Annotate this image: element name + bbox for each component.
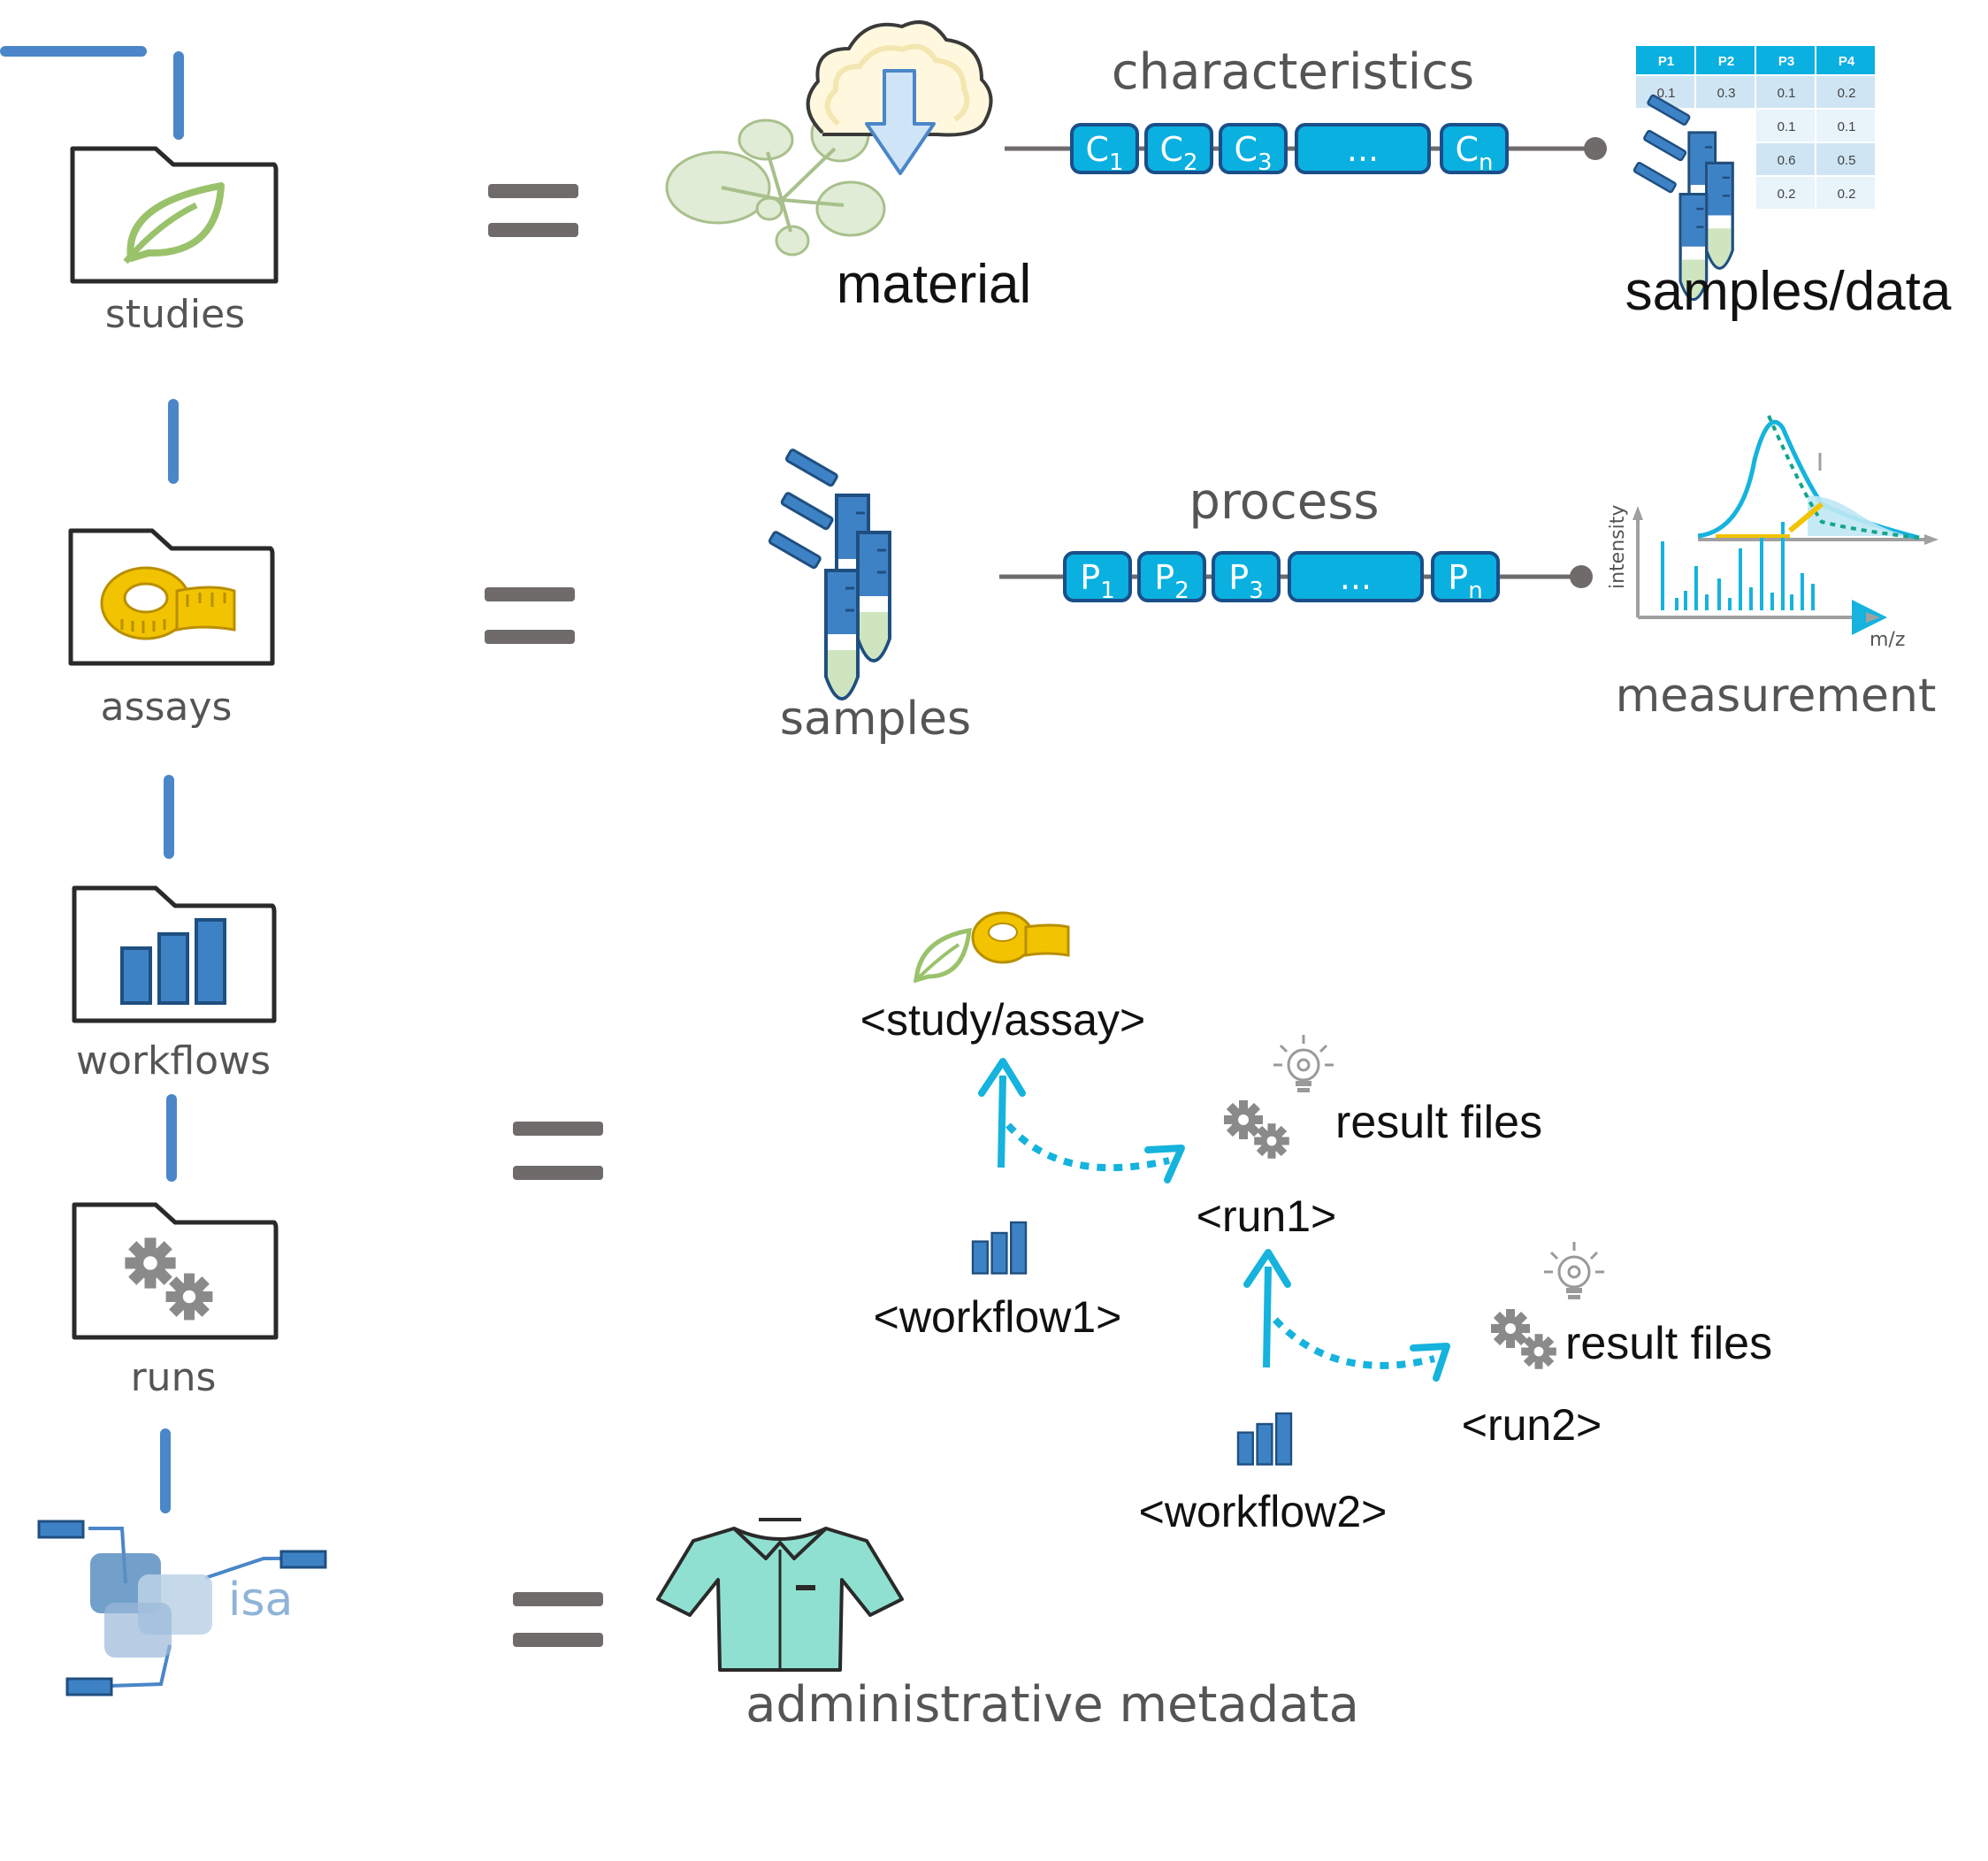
measuring-tape-icon	[100, 566, 236, 640]
row1-chips-chip: C3	[1219, 123, 1288, 176]
row2-chips-chip: ...	[1288, 551, 1424, 602]
process-chips: P1 P2 P3... Pn	[1063, 551, 1500, 604]
chip-label: C1	[1085, 130, 1123, 176]
process-endpoint	[1570, 565, 1593, 588]
chip-label: C2	[1159, 130, 1197, 176]
bar-chart-icon	[120, 918, 226, 1005]
chip-label: ...	[1347, 130, 1379, 169]
samples-data-table: P1 P2 P3 P4 0.1 0.3 0.1 0.2 0.1 0.1 0.6 0.5 0.2 0.2	[1636, 46, 1875, 209]
characteristics-endpoint	[1584, 137, 1607, 160]
samples-label: samples	[780, 693, 971, 746]
isa-logo: isa	[37, 1520, 327, 1696]
result-files-1-label: result files	[1335, 1097, 1542, 1148]
study-assay-icon	[913, 911, 1070, 984]
table-cell: 0.2	[1756, 177, 1815, 209]
process-title: process	[1189, 473, 1379, 531]
workflow2-label: <workflow2>	[1139, 1487, 1388, 1536]
mz-axis-label: m/z	[1869, 629, 1905, 651]
runs-folder-icon	[72, 1202, 279, 1340]
characteristics-title: characteristics	[1112, 43, 1474, 101]
chip-label: Cn	[1455, 130, 1493, 176]
result-files-2-gears-icon	[1491, 1309, 1556, 1369]
chip-label: ...	[1340, 558, 1372, 597]
table-cell: 0.1	[1816, 110, 1875, 142]
plant-icon	[665, 106, 886, 257]
cloud-download-icon	[806, 20, 993, 175]
svg-text:0.3: 0.3	[1717, 86, 1736, 101]
assays-label: assays	[101, 685, 233, 730]
workflows-folder-icon	[72, 885, 277, 1023]
svg-text:0.1: 0.1	[1838, 119, 1856, 134]
row2-chips-chip: P3	[1212, 551, 1281, 604]
svg-text:0.1: 0.1	[1657, 86, 1676, 101]
svg-text:P2: P2	[1718, 54, 1734, 69]
isa-logo-text: isa	[228, 1574, 293, 1627]
equals-signs	[485, 184, 603, 1647]
chip-label: P3	[1228, 558, 1263, 604]
characteristics-chips: C1 C2 C3... Cn	[1070, 123, 1509, 176]
svg-text:0.1: 0.1	[1778, 119, 1796, 134]
svg-text:P4: P4	[1839, 54, 1855, 69]
shirt-icon	[656, 1518, 904, 1672]
svg-text:P3: P3	[1778, 54, 1794, 69]
leaf-icon	[123, 182, 225, 264]
intensity-axis-label: intensity	[1607, 505, 1629, 589]
row1-chips-chip: C1	[1070, 123, 1139, 176]
chip-label: P1	[1080, 558, 1114, 604]
table-cell: 0.1	[1756, 76, 1815, 108]
row1-chips-chip: ...	[1295, 123, 1431, 174]
workflow2-icon	[1236, 1412, 1293, 1466]
study-assay-label: <study/assay>	[860, 995, 1145, 1045]
table-header-cell: P1	[1636, 46, 1694, 74]
chip-label: C3	[1234, 130, 1272, 176]
table-cell: 0.2	[1816, 76, 1875, 108]
workflow1-label: <workflow1>	[874, 1292, 1122, 1342]
row2-chips-chip: P2	[1137, 551, 1206, 604]
assays-folder-icon	[68, 528, 275, 666]
runs-label: runs	[131, 1355, 217, 1400]
row2-chips-chip: Pn	[1431, 551, 1500, 604]
table-header-cell: P4	[1816, 46, 1875, 74]
run1-label: <run1>	[1197, 1191, 1336, 1241]
table-cell: 0.6	[1756, 143, 1815, 175]
run2-label: <run2>	[1462, 1400, 1602, 1450]
result-files-1-bulb-icon	[1272, 1033, 1335, 1094]
workflow1-icon	[971, 1221, 1028, 1275]
svg-text:0.6: 0.6	[1778, 153, 1796, 168]
measurement-label: measurement	[1616, 670, 1937, 723]
studies-label: studies	[105, 292, 245, 337]
material-label: material	[837, 254, 1032, 315]
samples-tubes-icon	[768, 449, 890, 699]
svg-text:P1: P1	[1658, 54, 1674, 69]
table-cell: 0.2	[1816, 177, 1875, 209]
workflow1-arrows	[978, 1058, 1185, 1183]
row1-chips-chip: Cn	[1440, 123, 1509, 176]
samples-data-label: samples/data	[1625, 261, 1952, 322]
svg-text:0.2: 0.2	[1778, 187, 1796, 202]
result-files-2-bulb-icon	[1542, 1240, 1606, 1301]
svg-text:0.5: 0.5	[1838, 153, 1856, 168]
row1-chips-chip: C2	[1144, 123, 1213, 176]
table-cell: 0.3	[1696, 76, 1755, 108]
table-header-cell: P3	[1756, 46, 1815, 74]
svg-text:0.1: 0.1	[1778, 86, 1796, 101]
chip-label: Pn	[1448, 558, 1482, 604]
workflows-label: workflows	[76, 1038, 271, 1084]
svg-text:0.2: 0.2	[1838, 86, 1856, 101]
row2-chips-chip: P1	[1063, 551, 1132, 604]
table-cell: 0.5	[1816, 143, 1875, 175]
table-cell: 0.1	[1756, 110, 1815, 142]
mass-spectrum-icon: intensity m/z	[1607, 415, 1938, 651]
chip-label: P2	[1154, 558, 1189, 604]
result-files-1-gears-icon	[1224, 1100, 1289, 1159]
table-header-cell: P2	[1696, 46, 1755, 74]
administrative-metadata-label: administrative metadata	[746, 1676, 1359, 1734]
workflow2-arrows	[1243, 1249, 1450, 1382]
svg-text:0.2: 0.2	[1838, 187, 1856, 202]
result-files-2-label: result files	[1565, 1318, 1772, 1369]
studies-folder-icon	[70, 146, 279, 284]
left-column-connectors	[0, 46, 184, 1513]
